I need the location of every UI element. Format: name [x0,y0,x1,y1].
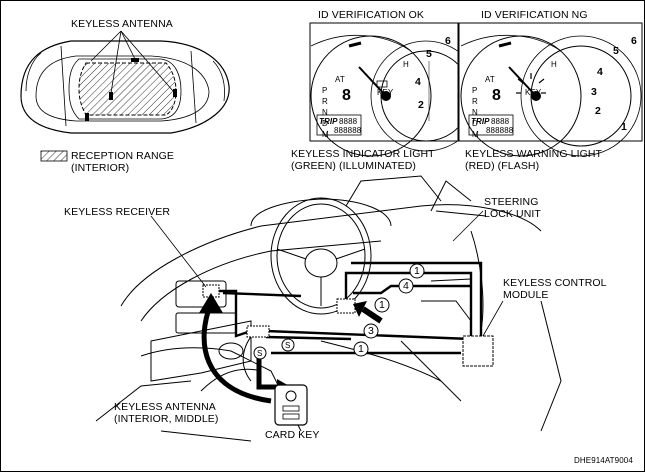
tach-number-ng: 4 [597,66,603,78]
fuel-h-ok: H [403,60,409,69]
reception-range-legend-swatch [40,150,68,162]
dashboard-scene [95,175,562,442]
callouts [253,263,425,360]
callout-s: S [285,341,291,350]
antenna-leader-lines [90,30,174,94]
steering-lock-unit-label: STEERING LOCK UNIT [484,196,541,220]
gear-digit-ok: 8 [342,87,351,104]
callout-1: 1 [379,299,385,311]
trip-label-ok: TRIP [319,117,338,126]
callout-1: 1 [414,265,420,277]
bottom-leader-lines [150,210,504,337]
gear-digit-ng: 8 [492,87,501,104]
tach-number-ng: 3 [591,86,597,98]
reception-range-hatch [78,62,177,116]
trip-digits-ok: 8888 [339,117,358,126]
trip-label-ng: TRIP [471,117,490,126]
steering-lock-box [336,298,356,314]
key-indicator-ok: KEY [377,88,394,97]
id-verification-ng-label: ID VERIFICATION NG [481,9,588,21]
gauge-panel-ok [309,22,482,157]
control-module-box [462,335,494,367]
tach-number-ok: 4 [415,76,421,88]
tach-number-ng: 2 [595,105,601,117]
odo-digits-ok: 888888 [334,126,362,135]
reception-range-label: RECEPTION RANGE (INTERIOR) [71,150,175,174]
at-label-ok: AT [335,75,345,84]
tach-number-ok: 2 [418,99,424,111]
warning-light-label: KEYLESS WARNING LIGHT (RED) (FLASH) [465,148,603,172]
callout-s: S [257,349,263,358]
card-key-label: CARD KEY [265,429,320,441]
id-verification-ok-label: ID VERIFICATION OK [318,9,425,21]
gauge-panel-ng [458,22,643,157]
keyless-receiver-label: KEYLESS RECEIVER [64,206,171,218]
tach-number-ng: 5 [613,45,619,57]
trip-digits-ng: 8888 [491,117,510,126]
tach-number-ok: 5 [426,48,432,60]
tach-number-ng: 6 [631,35,637,47]
callout-1: 1 [358,343,364,355]
antenna-markers [85,58,177,121]
card-key [274,384,308,426]
fuel-h-ng: H [551,60,557,69]
key-warning-ng: KEY [525,88,542,97]
antenna-interior-box [246,325,270,338]
car-top-view [20,40,230,134]
odo-digits-ng: 888888 [486,126,514,135]
at-label-ng: AT [485,75,495,84]
keyless-antenna-interior-label: KEYLESS ANTENNA (INTERIOR, MIDDLE) [114,401,219,425]
figure-code: DHE914AT9004 [574,456,633,465]
tach-number-ng: 1 [621,121,627,133]
callout-3: 3 [368,325,374,337]
indicator-light-label: KEYLESS INDICATOR LIGHT (GREEN) (ILLUMIN… [291,148,435,172]
keyless-control-module-label: KEYLESS CONTROL MODULE [503,277,607,301]
tach-number-ok: 6 [445,35,451,47]
keyless-antenna-label: KEYLESS ANTENNA [71,18,173,30]
callout-4: 4 [403,280,409,292]
